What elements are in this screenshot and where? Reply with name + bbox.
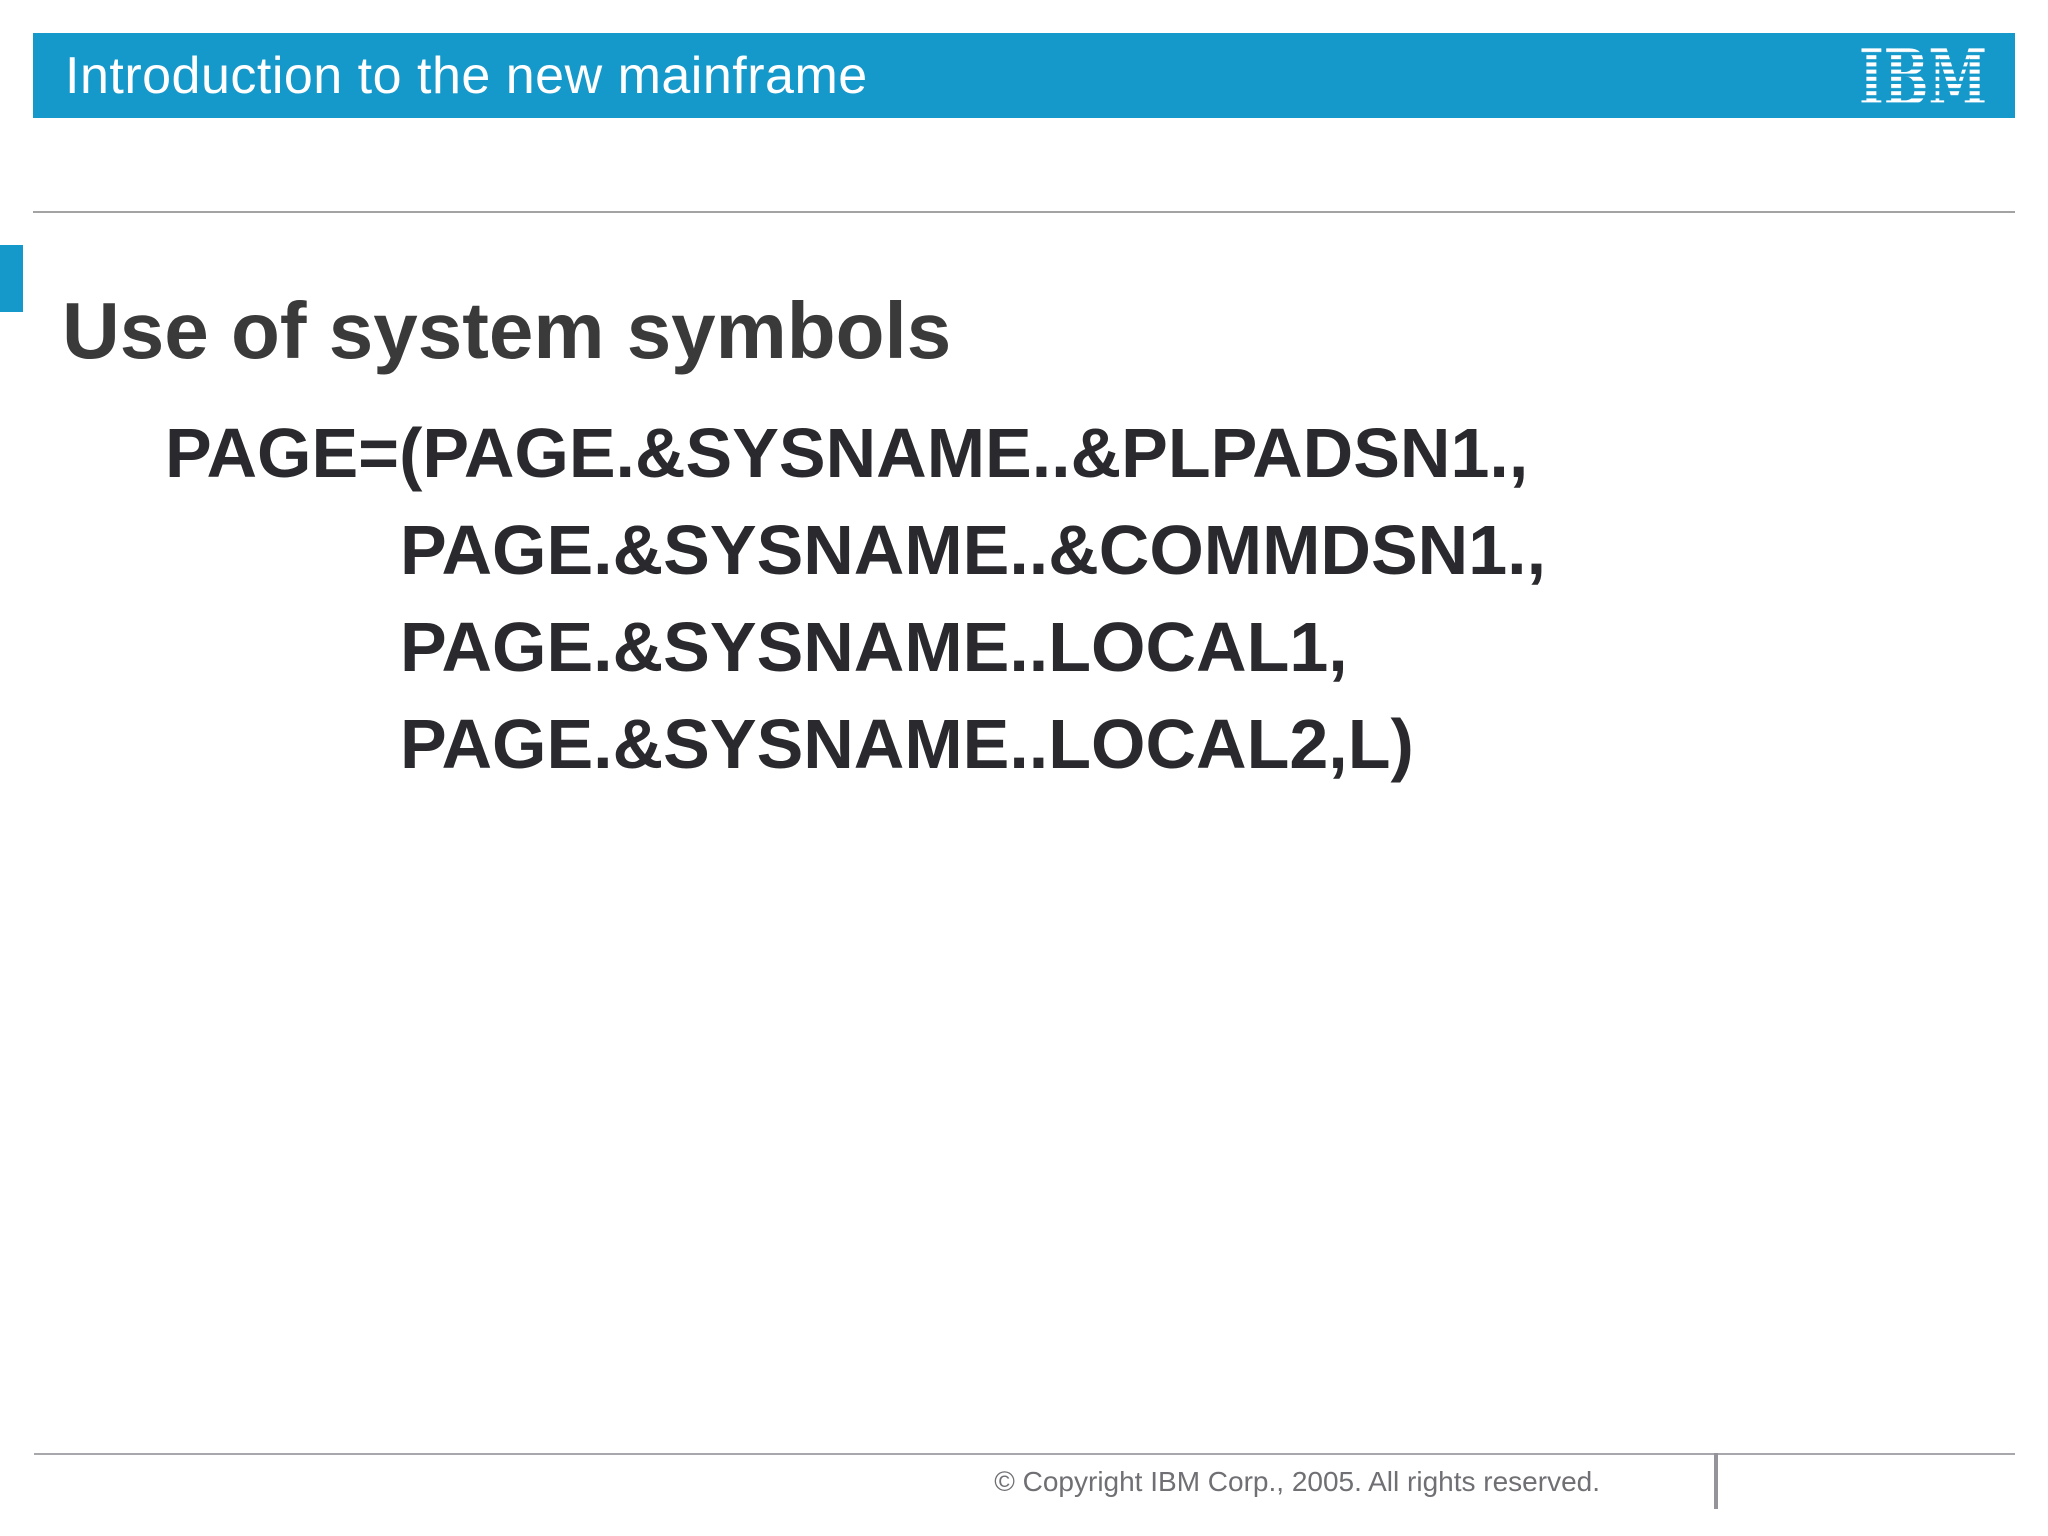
header-divider-line <box>33 211 2015 213</box>
code-line-2: PAGE.&SYSNAME..&COMMDSN1., <box>400 511 1547 589</box>
ibm-logo-icon: IBM <box>1859 48 1987 108</box>
course-title: Introduction to the new mainframe <box>65 46 868 105</box>
copyright-notice: © Copyright IBM Corp., 2005. All rights … <box>994 1466 1600 1497</box>
footer-separator-bar <box>1714 1453 1718 1509</box>
slide-title: Use of system symbols <box>62 285 952 375</box>
system-symbols-code-block: PAGE=(PAGE.&SYSNAME..&PLPADSN1., PAGE.&S… <box>0 405 2048 793</box>
code-line-1: PAGE=(PAGE.&SYSNAME..&PLPADSN1., <box>165 414 1529 492</box>
code-line-3: PAGE.&SYSNAME..LOCAL1, <box>400 608 1348 686</box>
ibm-logo-text: IBM <box>1859 48 1987 108</box>
header-bar: Introduction to the new mainframe IBM <box>33 33 2015 118</box>
code-line-4: PAGE.&SYSNAME..LOCAL2,L) <box>400 705 1414 783</box>
footer-divider-line <box>34 1453 2015 1455</box>
title-accent-square <box>0 245 23 312</box>
